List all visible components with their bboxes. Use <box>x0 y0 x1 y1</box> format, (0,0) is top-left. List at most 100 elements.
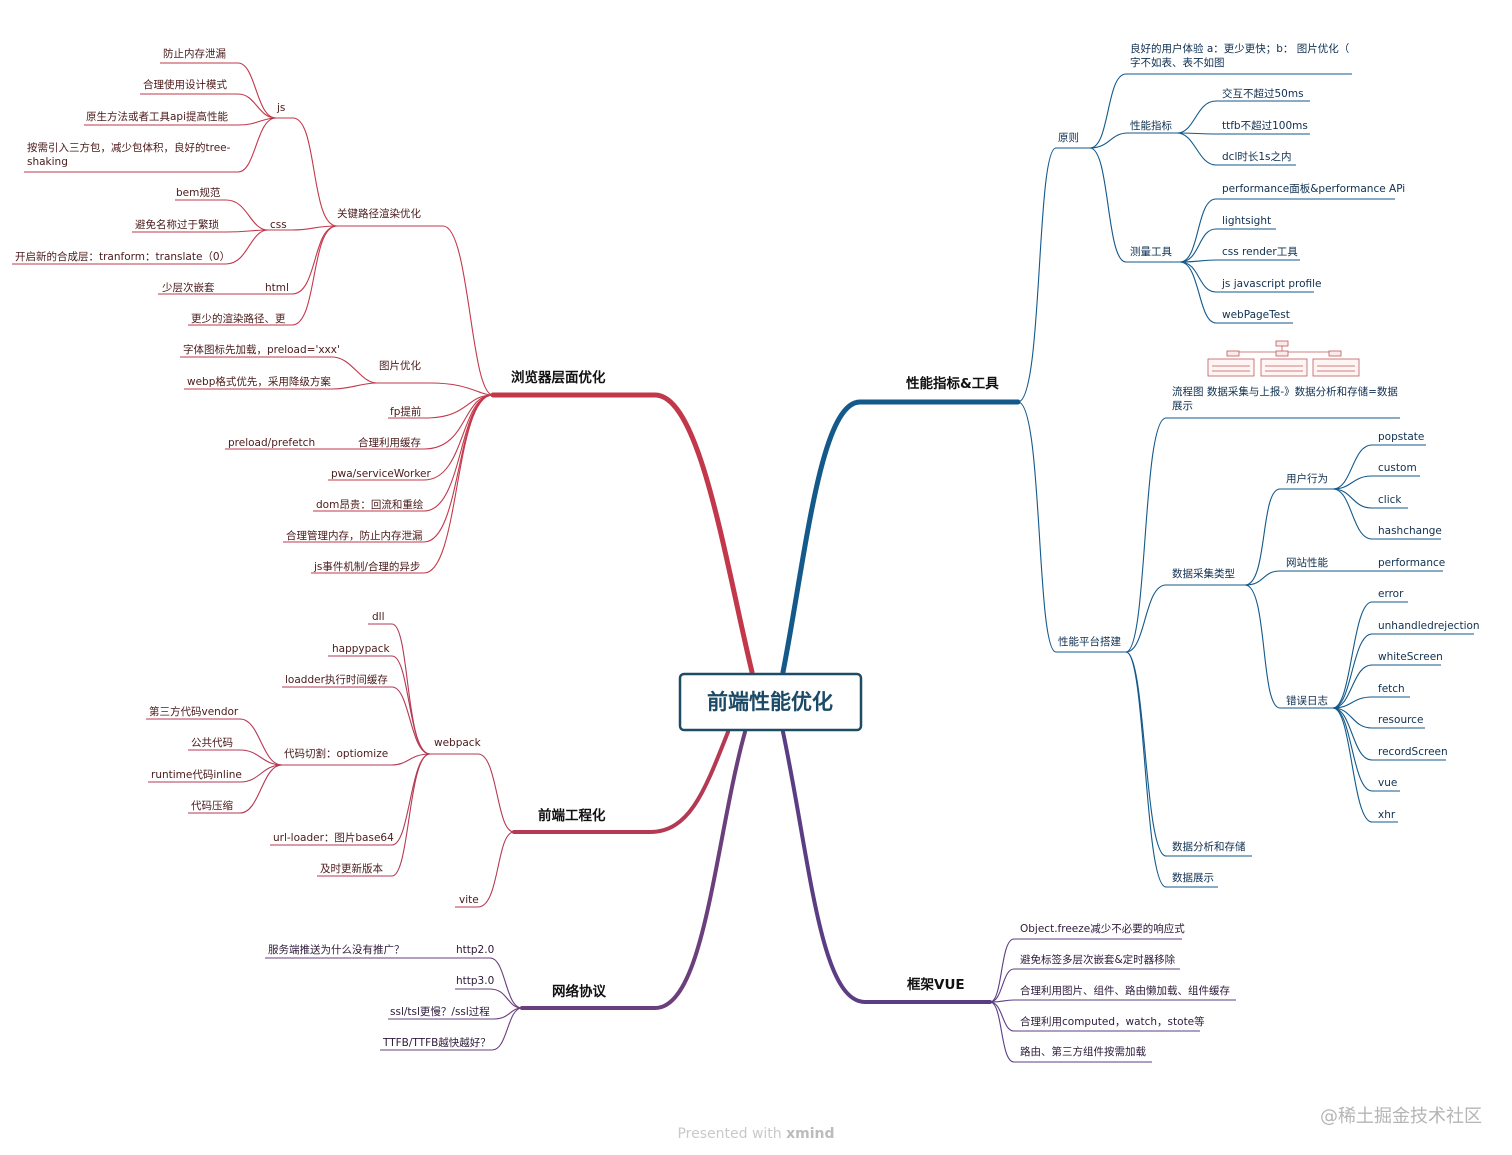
node-site-leaf[interactable]: performance <box>1378 557 1445 569</box>
node-principle[interactable]: 原则 <box>1058 131 1079 144</box>
branch-engineering-title[interactable]: 前端工程化 <box>538 807 606 824</box>
node-behavior-leaf[interactable]: click <box>1378 494 1402 506</box>
node-happypack[interactable]: happypack <box>332 643 391 655</box>
node-image-leaf[interactable]: 字体图标先加载，preload='xxx' <box>183 343 340 356</box>
branch-browser-title[interactable]: 浏览器层面优化 <box>511 369 606 386</box>
node-vue-leaf[interactable]: 合理利用computed，watch，stote等 <box>1020 1015 1205 1028</box>
node-js-leaf[interactable]: 原生方法或者工具api提高性能 <box>86 110 229 123</box>
node-behavior-leaf[interactable]: popstate <box>1378 431 1424 443</box>
node-event[interactable]: js事件机制/合理的异步 <box>313 560 420 573</box>
node-error-leaf[interactable]: unhandledrejection <box>1378 620 1480 632</box>
node-pwa[interactable]: pwa/serviceWorker <box>331 468 432 480</box>
node-vue-leaf[interactable]: 合理利用图片、组件、路由懒加载、组件缓存 <box>1020 984 1230 997</box>
node-memory[interactable]: 合理管理内存，防止内存泄漏 <box>286 529 423 542</box>
node-js-leaf[interactable]: 合理使用设计模式 <box>143 78 227 91</box>
node-dom[interactable]: dom昂贵：回流和重绘 <box>316 498 424 511</box>
node-split-leaf[interactable]: runtime代码inline <box>151 769 242 781</box>
node-error-leaf[interactable]: xhr <box>1378 809 1396 821</box>
node-error-leaf[interactable]: error <box>1378 588 1404 600</box>
node-html-leaf[interactable]: 少层次嵌套 <box>162 281 215 294</box>
node-critical-path[interactable]: 关键路径渲染优化 <box>337 207 421 220</box>
node-behavior-leaf[interactable]: hashchange <box>1378 525 1442 537</box>
trunk-perf <box>780 399 1021 675</box>
node-analysis[interactable]: 数据分析和存储 <box>1172 840 1246 853</box>
node-css-leaf[interactable]: 避免名称过于繁琐 <box>135 218 219 231</box>
node-fp[interactable]: fp提前 <box>390 405 421 418</box>
branch-perf-title[interactable]: 性能指标&工具 <box>906 375 999 392</box>
node-ux-cont: 字不如表、表不如图 <box>1130 56 1225 69</box>
branch-vue-title[interactable]: 框架VUE <box>907 976 965 993</box>
node-vue-leaf[interactable]: 避免标签多层次嵌套&定时器移除 <box>1020 953 1176 966</box>
node-metrics-leaf[interactable]: 交互不超过50ms <box>1222 87 1304 100</box>
node-cache[interactable]: 合理利用缓存 <box>358 436 421 449</box>
root-box <box>678 672 863 732</box>
node-ux[interactable]: 良好的用户体验 a：更少更快；b： 图片优化（ <box>1130 42 1349 55</box>
node-js-leaf-cont: shaking <box>27 156 68 168</box>
node-tools-leaf[interactable]: lightsight <box>1222 215 1271 227</box>
node-behavior-leaf[interactable]: custom <box>1378 462 1417 474</box>
node-error-leaf[interactable]: vue <box>1378 777 1397 789</box>
node-vue-leaf[interactable]: Object.freeze减少不必要的响应式 <box>1020 922 1185 935</box>
node-url-loader[interactable]: url-loader：图片base64 <box>273 831 394 844</box>
node-http2-leaf[interactable]: 服务端推送为什么没有推广？ <box>268 943 405 956</box>
node-error-leaf[interactable]: whiteScreen <box>1378 651 1443 663</box>
node-image-leaf[interactable]: webp格式优先，采用降级方案 <box>187 375 331 388</box>
node-ttfb[interactable]: TTFB/TTFB越快越好？ <box>382 1036 491 1049</box>
node-vue-leaf[interactable]: 路由、第三方组件按需加载 <box>1020 1045 1146 1058</box>
watermark: @稀土掘金技术社区 <box>1320 1106 1482 1127</box>
node-vite[interactable]: vite <box>459 894 479 906</box>
node-css-leaf[interactable]: 开启新的合成层：tranform：translate（0） <box>15 250 230 263</box>
node-image[interactable]: 图片优化 <box>379 359 421 372</box>
root-node[interactable]: 前端性能优化 <box>678 672 863 732</box>
node-tools-leaf[interactable]: css render工具 <box>1222 246 1298 258</box>
node-loader-cache[interactable]: loadder执行时间缓存 <box>285 673 388 686</box>
node-tools-leaf[interactable]: webPageTest <box>1222 309 1290 321</box>
node-split-leaf[interactable]: 代码压缩 <box>191 799 233 812</box>
node-site[interactable]: 网站性能 <box>1286 556 1328 569</box>
node-update[interactable]: 及时更新版本 <box>320 862 383 875</box>
branch-network-title[interactable]: 网络协议 <box>552 983 606 1000</box>
node-metrics[interactable]: 性能指标 <box>1130 119 1172 132</box>
node-flow[interactable]: 流程图 数据采集与上报-》数据分析和存储=数据 <box>1172 385 1398 398</box>
vue-labels: Object.freeze减少不必要的响应式 避免标签多层次嵌套&定时器移除 合… <box>1020 922 1230 1058</box>
node-collect[interactable]: 数据采集类型 <box>1172 567 1235 580</box>
node-flow-cont: 展示 <box>1172 400 1193 412</box>
node-js-leaf[interactable]: 按需引入三方包，减少包体积，良好的tree- <box>27 141 231 154</box>
node-tools-leaf[interactable]: js javascript profile <box>1221 278 1322 290</box>
node-display[interactable]: 数据展示 <box>1172 871 1214 884</box>
node-webpack[interactable]: webpack <box>434 737 482 749</box>
engineering-branch-lines <box>146 623 515 908</box>
node-error-leaf[interactable]: recordScreen <box>1378 746 1448 758</box>
node-errors[interactable]: 错误日志 <box>1286 694 1328 707</box>
node-http3[interactable]: http3.0 <box>456 975 494 987</box>
node-css-leaf[interactable]: bem规范 <box>176 186 221 199</box>
node-less-render[interactable]: 更少的渲染路径、更 <box>191 312 286 325</box>
node-ssl[interactable]: ssl/tsl更慢？/ssl过程 <box>390 1005 490 1018</box>
node-platform[interactable]: 性能平台搭建 <box>1058 635 1121 648</box>
node-css[interactable]: css <box>270 219 287 231</box>
node-metrics-leaf[interactable]: dcl时长1s之内 <box>1222 150 1292 163</box>
node-dll[interactable]: dll <box>372 611 385 623</box>
node-split-leaf[interactable]: 公共代码 <box>191 737 233 749</box>
node-error-leaf[interactable]: fetch <box>1378 683 1405 695</box>
node-tools-leaf[interactable]: performance面板&performance APi <box>1222 182 1405 195</box>
node-tools[interactable]: 测量工具 <box>1130 245 1172 258</box>
node-error-leaf[interactable]: resource <box>1378 714 1423 726</box>
presented-with-footer: Presented with xmind <box>0 1126 1512 1142</box>
engineering-labels: webpack dll happypack loadder执行时间缓存 代码切割… <box>149 611 482 906</box>
network-branch-lines <box>265 957 523 1051</box>
node-cache-leaf[interactable]: preload/prefetch <box>228 437 315 449</box>
node-behavior[interactable]: 用户行为 <box>1286 472 1328 485</box>
node-metrics-leaf[interactable]: ttfb不超过100ms <box>1222 119 1308 132</box>
node-split[interactable]: 代码切割：optiomize <box>284 747 388 760</box>
node-split-leaf[interactable]: 第三方代码vendor <box>149 705 239 718</box>
perf-branch-lines <box>1017 73 1474 888</box>
root-title: 前端性能优化 <box>707 690 833 714</box>
main-trunks <box>490 392 1021 1010</box>
node-http2[interactable]: http2.0 <box>456 944 494 956</box>
flow-diagram-thumbnail <box>1207 340 1360 377</box>
node-js-leaf[interactable]: 防止内存泄漏 <box>163 47 226 60</box>
node-html[interactable]: html <box>265 282 289 294</box>
node-js[interactable]: js <box>276 102 285 114</box>
